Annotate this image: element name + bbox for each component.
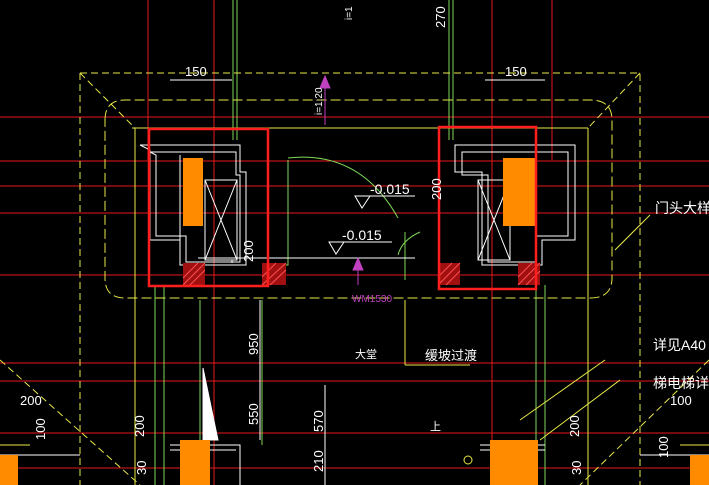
dim-100-far-right-vertical: 100 bbox=[656, 436, 671, 458]
dim-150-right: 150 bbox=[505, 64, 527, 79]
see-a40-label: 详见A40 bbox=[653, 337, 706, 353]
door-detail-label: 门头大样图 bbox=[655, 200, 709, 216]
dim-550: 550 bbox=[246, 403, 261, 425]
dim-950: 950 bbox=[246, 333, 261, 355]
canopy-dashed-outline bbox=[0, 72, 709, 485]
dim-200-right: 200 bbox=[429, 178, 444, 200]
door-tag: WM1530 bbox=[352, 294, 392, 305]
slope-top-label: i=1 bbox=[344, 6, 355, 20]
dim-30-right: 30 bbox=[569, 461, 584, 475]
dim-200-far-left: 200 bbox=[20, 393, 42, 408]
dim-210: 210 bbox=[311, 450, 326, 472]
dim-200-left-vertical: 200 bbox=[241, 240, 256, 262]
dim-200-bottom-right: 200 bbox=[567, 415, 582, 437]
leader-lines bbox=[404, 214, 651, 465]
slope-transition-label: 缓坡过渡 bbox=[425, 348, 477, 363]
hall-label: 大堂 bbox=[355, 347, 377, 361]
level-markers bbox=[328, 195, 371, 255]
dim-270-top: 270 bbox=[433, 6, 448, 28]
dim-150-left: 150 bbox=[185, 64, 207, 79]
orange-columns bbox=[0, 158, 709, 485]
elevator-detail-label: 梯电梯详图 bbox=[653, 375, 709, 391]
slope-mid-label: i=1:20 bbox=[314, 87, 325, 115]
left-column-highlight bbox=[147, 127, 270, 288]
dimension-lines bbox=[170, 79, 545, 485]
door-swing bbox=[287, 156, 421, 256]
level-label-2: -0.015 bbox=[342, 227, 382, 243]
dim-100-far-right: 100 bbox=[670, 393, 692, 408]
up-mark: 上 bbox=[430, 420, 441, 433]
dim-100-far-left: 100 bbox=[33, 418, 48, 440]
right-column-highlight bbox=[437, 125, 538, 291]
dim-200-bottom-left: 200 bbox=[132, 415, 147, 437]
slope-arrows bbox=[319, 74, 364, 285]
dim-30-left: 30 bbox=[134, 461, 149, 475]
dim-570: 570 bbox=[311, 410, 326, 432]
level-label-1: -0.015 bbox=[370, 181, 410, 197]
